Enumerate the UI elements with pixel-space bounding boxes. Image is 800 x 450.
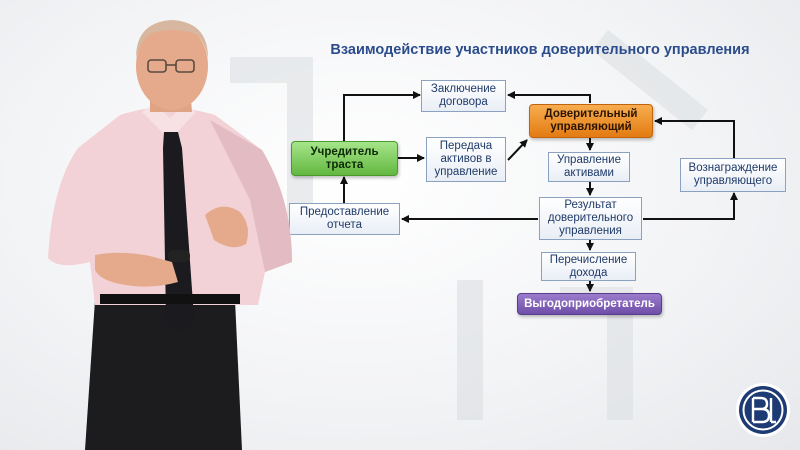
node-income: Перечисление дохода	[541, 252, 636, 281]
arrow-result-to-reward	[643, 192, 738, 220]
node-contract: Заключение договора	[421, 80, 506, 112]
node-beneficiary: Выгодоприобретатель	[517, 293, 662, 315]
arrow-reward-to-trustee	[654, 117, 735, 158]
arrow-transfer-to-trustee	[507, 139, 528, 161]
node-result: Результат доверительного управления	[539, 197, 642, 240]
arrow-trustee-to-contract	[507, 91, 591, 103]
arrow-founder-to-contract	[343, 91, 421, 141]
diagram-title: Взаимодействие участников доверительного…	[330, 42, 750, 58]
node-report: Предоставление отчета	[289, 203, 400, 235]
node-founder: Учредитель траста	[291, 141, 398, 176]
node-trustee: Доверительный управляющий	[529, 104, 653, 138]
node-asset-management: Управление активами	[548, 152, 630, 182]
node-transfer: Передача активов в управление	[426, 137, 506, 182]
node-reward: Вознаграждение управляющего	[680, 158, 786, 192]
hse-university-logo-icon	[736, 383, 790, 437]
